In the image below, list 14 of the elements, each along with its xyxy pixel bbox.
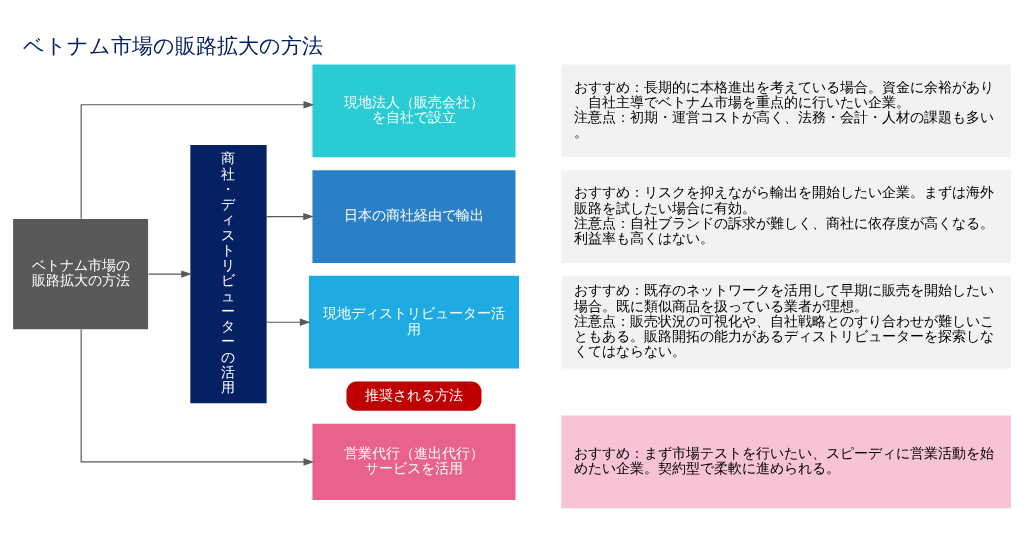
diagram-title: ベトナム市場の販路拡大の方法 (23, 32, 324, 58)
node-box: 日本の商社経由で輸出 (312, 169, 516, 263)
node-box: ベトナム市場の販路拡大の方法 (13, 218, 149, 329)
arrow (266, 212, 314, 220)
node-box: 現地法人（販売会社）を自社で設立 (312, 64, 516, 157)
arrow (266, 318, 311, 326)
arrow (80, 100, 315, 219)
node-box: 推奨される方法 (346, 381, 482, 411)
arrow (80, 328, 315, 466)
arrow (147, 269, 192, 278)
node-box: 現地ディストリビューター活用 (308, 275, 520, 369)
node-box: 営業代行（進出代行）サービスを活用 (312, 423, 516, 500)
node-box: 商社・ディストリビューターの活用 (190, 144, 267, 403)
node-box: おすすめ：まず市場テストを行いたい、スピーディに営業活動を始めたい企業。契約型で柔軟に進められる。 (561, 415, 1011, 508)
